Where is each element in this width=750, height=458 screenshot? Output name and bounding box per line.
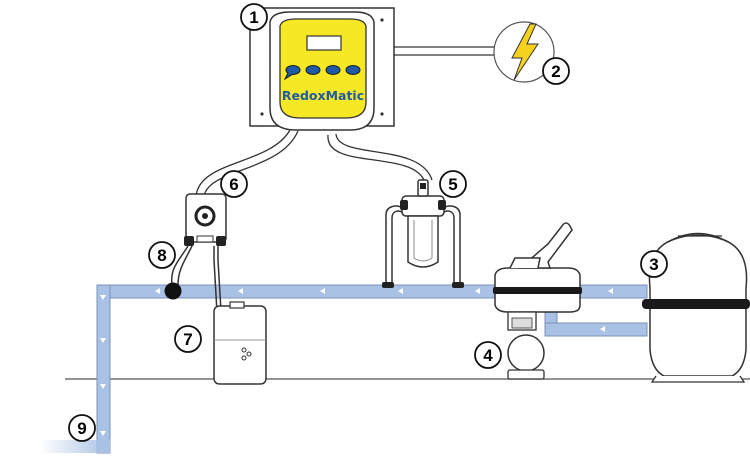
flow-arrow-icon bbox=[600, 326, 605, 332]
chemical-canister bbox=[213, 301, 267, 385]
callout-circle bbox=[220, 170, 248, 198]
measuring-cell bbox=[382, 179, 464, 288]
callout-number: 7 bbox=[183, 330, 192, 349]
callout-layer: 1 2 3 4 5 6 7 8 9 bbox=[68, 3, 668, 442]
flow-arrow-icon bbox=[100, 295, 106, 300]
flow-arrows bbox=[100, 288, 613, 436]
pump-loop-pipe-h bbox=[544, 322, 648, 337]
flow-arrow-icon bbox=[155, 288, 160, 294]
callout-circle bbox=[474, 341, 502, 369]
callout-number: 5 bbox=[448, 175, 457, 194]
callout-number: 8 bbox=[157, 246, 166, 265]
callout-circle bbox=[174, 325, 202, 353]
callout-measuring-cell: 5 bbox=[439, 170, 467, 198]
controller-button-tail bbox=[283, 72, 294, 81]
pool-outlet-pipe bbox=[40, 440, 110, 453]
power-supply bbox=[493, 21, 555, 83]
return-pipe bbox=[96, 284, 111, 454]
controller-button-3 bbox=[325, 65, 341, 75]
controller-button-4 bbox=[345, 65, 361, 75]
callout-circle bbox=[240, 3, 268, 31]
callout-number: 4 bbox=[483, 346, 493, 365]
cables bbox=[195, 129, 433, 197]
callout-sand-filter: 3 bbox=[640, 250, 668, 278]
callout-number: 1 bbox=[249, 8, 258, 27]
callout-circle bbox=[68, 414, 96, 442]
callout-circle bbox=[439, 170, 467, 198]
brand-label: RedoxMatic bbox=[282, 88, 364, 103]
callout-circle bbox=[148, 241, 176, 269]
callout-circle bbox=[640, 250, 668, 278]
callout-injection-point: 8 bbox=[148, 241, 176, 269]
callout-number: 2 bbox=[551, 62, 560, 81]
callout-power-supply: 2 bbox=[542, 57, 570, 85]
flow-arrow-icon bbox=[608, 288, 613, 294]
controller: RedoxMatic bbox=[249, 7, 395, 131]
flow-arrow-icon bbox=[100, 384, 106, 389]
circulation-pump bbox=[493, 222, 582, 380]
flow-arrow-icon bbox=[100, 431, 106, 436]
callout-circle bbox=[542, 57, 570, 85]
injection-point bbox=[164, 282, 182, 300]
callout-number: 6 bbox=[229, 175, 238, 194]
flow-arrow-icon bbox=[238, 288, 243, 294]
callout-number: 3 bbox=[649, 255, 658, 274]
callout-dosing-pump: 6 bbox=[220, 170, 248, 198]
sand-filter bbox=[642, 232, 750, 383]
lightning-bolt-icon bbox=[511, 23, 539, 81]
flow-arrow-icon bbox=[398, 288, 403, 294]
controller-display bbox=[306, 35, 342, 51]
callout-pool-return: 9 bbox=[68, 414, 96, 442]
callout-controller: 1 bbox=[240, 3, 268, 31]
controller-button-2 bbox=[305, 65, 321, 75]
flow-arrow-icon bbox=[320, 288, 325, 294]
callout-chemical-canister: 7 bbox=[174, 325, 202, 353]
flow-arrow-icon bbox=[475, 288, 480, 294]
callout-number: 9 bbox=[77, 419, 86, 438]
controller-buttons bbox=[283, 65, 361, 81]
controller-face bbox=[279, 18, 367, 119]
callout-circulation-pump: 4 bbox=[474, 341, 502, 369]
flow-arrow-icon bbox=[100, 338, 106, 343]
